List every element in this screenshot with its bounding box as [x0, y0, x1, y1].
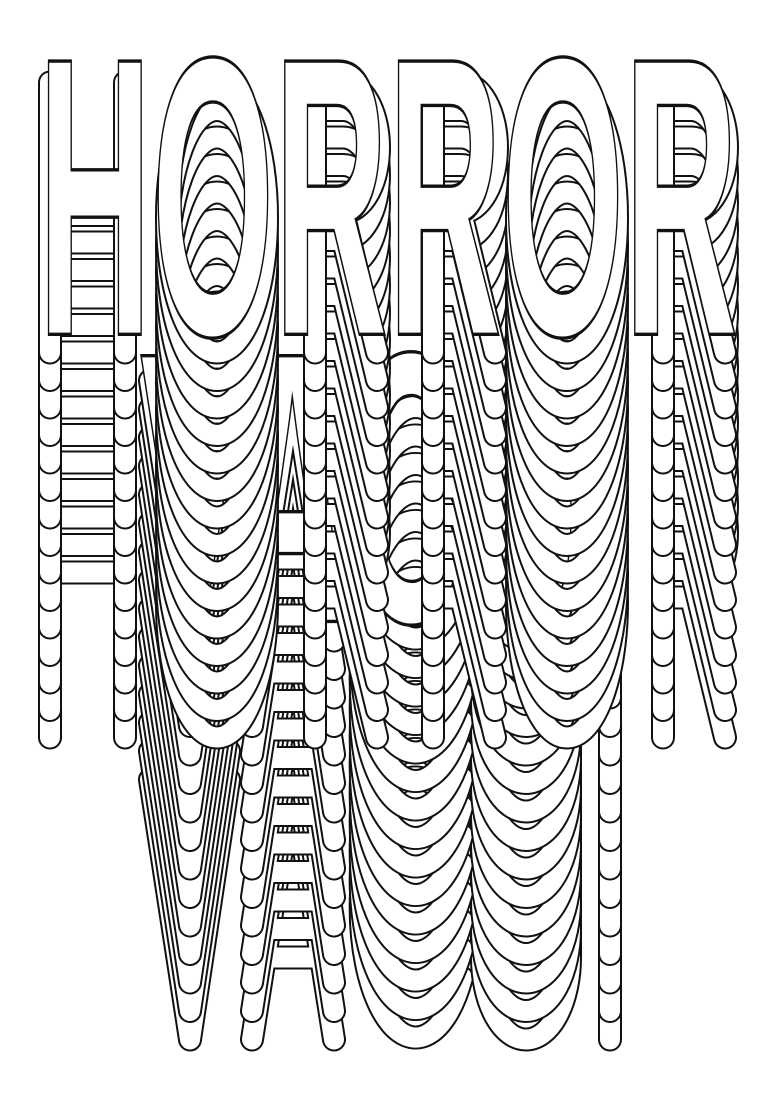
letter-h-stroke: [40, 72, 135, 363]
letter-r-stroke: [423, 72, 507, 363]
letter-o-stroke: [507, 72, 627, 363]
letter-o-stroke: [157, 72, 277, 363]
echo-layer: [38, 70, 739, 365]
word-horror-front: HORROR: [36, 0, 741, 422]
letter-r-stroke: [653, 72, 737, 363]
letter-r-stroke: [305, 72, 389, 363]
poster-line1-text: HORROR: [38, 0, 738, 420]
word-horror-echoes: [38, 70, 739, 750]
